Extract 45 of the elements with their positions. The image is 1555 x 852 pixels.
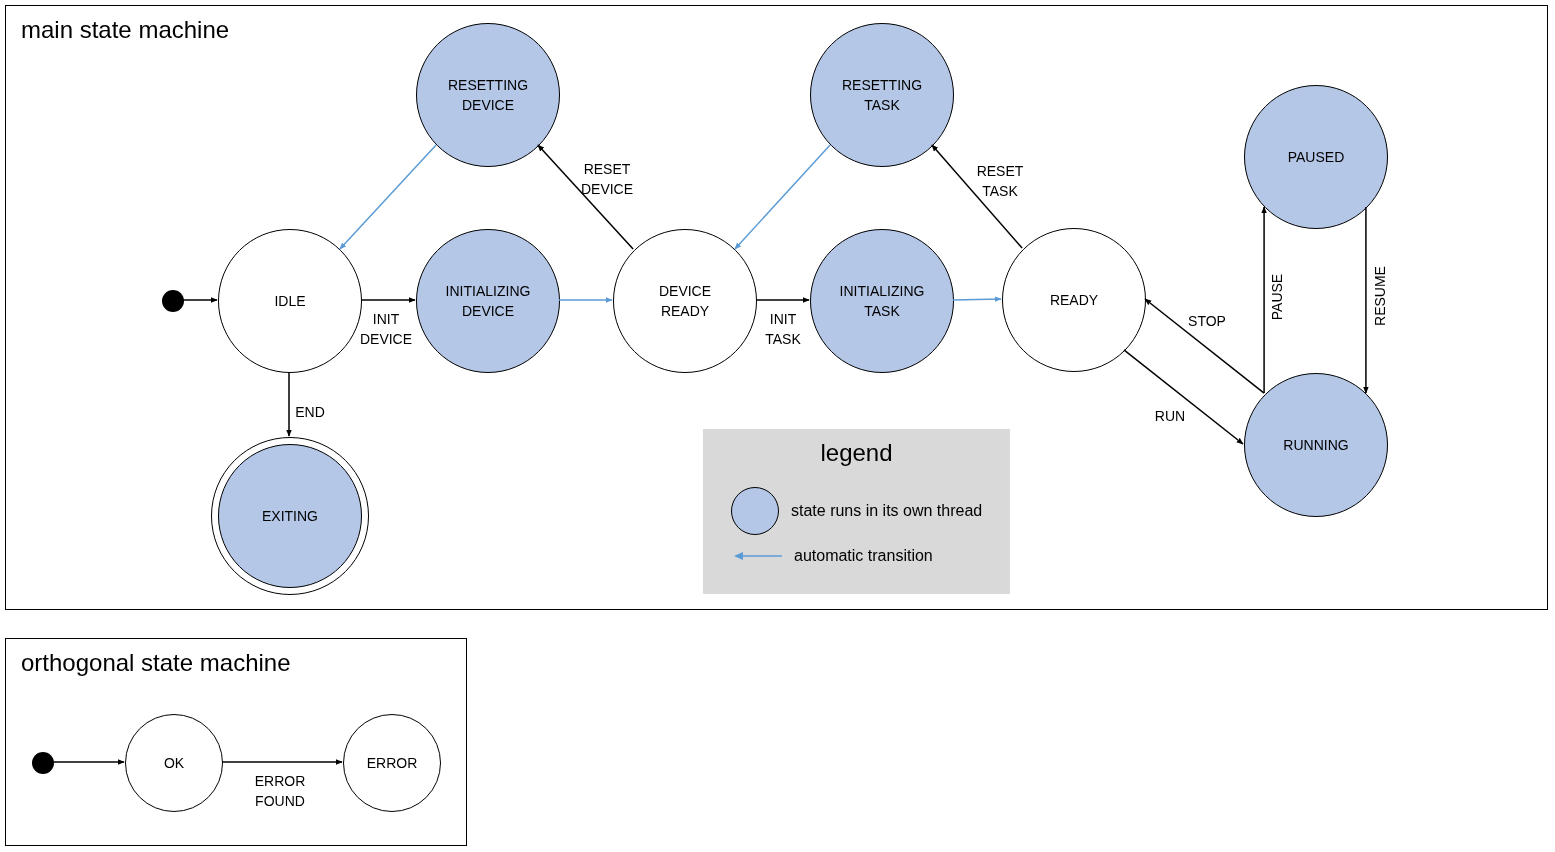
edge-label: RESUME bbox=[1371, 265, 1389, 328]
edge-label: END bbox=[294, 403, 326, 422]
state-label: RESETTING TASK bbox=[840, 76, 924, 115]
state-label: EXITING bbox=[262, 507, 318, 526]
state-label: RESETTING DEVICE bbox=[446, 76, 530, 115]
frame-title: main state machine bbox=[21, 15, 230, 45]
edge-label: STOP bbox=[1187, 312, 1227, 331]
frame-title: orthogonal state machine bbox=[21, 648, 291, 678]
state-label: RUNNING bbox=[1283, 436, 1349, 455]
transition-arrow bbox=[537, 144, 634, 250]
state-label: OK bbox=[163, 754, 185, 773]
state-label: ERROR bbox=[366, 754, 418, 773]
state-label: IDLE bbox=[274, 292, 306, 311]
state-label: INITIALIZING DEVICE bbox=[444, 282, 532, 321]
transition-arrow bbox=[360, 297, 416, 303]
automatic-transition-arrow bbox=[734, 144, 831, 250]
state-label: INITIALIZING TASK bbox=[838, 282, 926, 321]
legend-title: legend bbox=[819, 438, 894, 468]
transition-arrow bbox=[1123, 349, 1244, 445]
automatic-transition-arrow bbox=[339, 144, 437, 250]
state-machine-frame bbox=[5, 638, 467, 846]
edge-label: ERROR FOUND bbox=[253, 772, 307, 811]
transition-arrow bbox=[755, 297, 810, 303]
transition-arrow bbox=[182, 297, 218, 303]
transition-arrow bbox=[1144, 298, 1265, 394]
transition-arrow bbox=[52, 759, 125, 765]
state-label: READY bbox=[1049, 291, 1099, 310]
state-machine-frame bbox=[5, 5, 1548, 610]
automatic-transition-arrow bbox=[558, 297, 613, 303]
state-label: PAUSED bbox=[1287, 148, 1345, 167]
transition-arrow bbox=[1363, 206, 1369, 394]
legend-text: automatic transition bbox=[794, 546, 933, 566]
state-label: DEVICE READY bbox=[657, 282, 713, 321]
transition-arrow bbox=[931, 144, 1023, 249]
edge-label: INIT DEVICE bbox=[358, 310, 414, 349]
edge-label: INIT TASK bbox=[764, 310, 802, 349]
transition-arrow bbox=[286, 371, 292, 437]
edge-label: RESET DEVICE bbox=[579, 160, 635, 199]
automatic-transition-arrow bbox=[952, 296, 1002, 302]
transition-arrow bbox=[1261, 206, 1267, 394]
transition-arrow bbox=[221, 759, 343, 765]
legend-text: state runs in its own thread bbox=[791, 501, 983, 521]
edge-label: RUN bbox=[1153, 407, 1187, 426]
edge-label: PAUSE bbox=[1268, 272, 1286, 323]
edge-label: RESET TASK bbox=[975, 162, 1025, 201]
